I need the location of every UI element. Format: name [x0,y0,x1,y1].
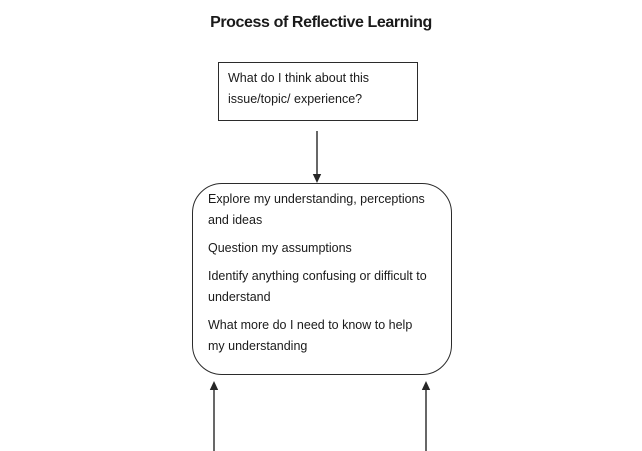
exploration-box [192,183,452,375]
paragraph-line: Identify anything confusing or difficult… [208,269,427,283]
paragraph-line: my understanding [208,339,308,353]
up-arrow-right-icon [421,381,431,451]
paragraph-what-more: What more do I need to know to help my u… [208,315,448,357]
paragraph-identify: Identify anything confusing or difficult… [208,266,448,308]
question-box: What do I think about this issue/topic/ … [218,62,418,121]
paragraph-explore: Explore my understanding, perceptions an… [208,189,448,231]
paragraph-question: Question my assumptions [208,238,448,259]
diagram-title: Process of Reflective Learning [210,14,432,31]
paragraph-line: understand [208,290,271,304]
question-box-line-2: issue/topic/ experience? [228,92,363,106]
paragraph-line: Question my assumptions [208,241,352,255]
up-arrow-left-icon [209,381,219,451]
down-arrow-icon [312,131,322,183]
paragraph-line: Explore my understanding, perceptions [208,192,425,206]
question-box-line-1: What do I think about this [228,71,370,85]
exploration-box-text: Explore my understanding, perceptions an… [208,189,448,364]
paragraph-line: and ideas [208,213,263,227]
paragraph-line: What more do I need to know to help [208,318,413,332]
